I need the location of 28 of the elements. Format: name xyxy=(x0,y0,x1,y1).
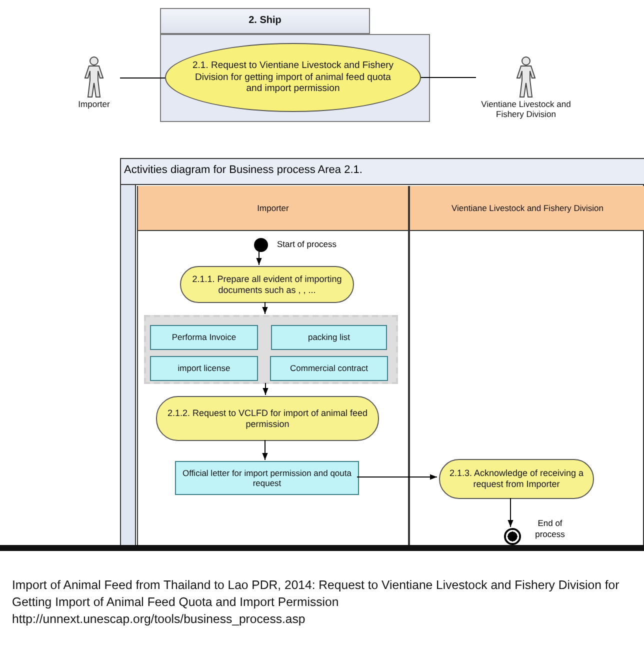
association-line xyxy=(420,77,476,78)
lane-header: Importer xyxy=(138,186,408,231)
node-caption: Start of process xyxy=(277,239,338,250)
action-node: 2.1.2. Request to VCLFD for import of animal feed permission xyxy=(156,396,379,441)
lane-header: Vientiane Livestock and Fishery Division xyxy=(410,186,644,231)
arrow xyxy=(508,498,514,528)
document-box: import license xyxy=(150,356,258,381)
frame-title: Activities diagram for Business process Area 2.1. xyxy=(121,159,644,185)
arrow xyxy=(256,250,262,266)
swimlane xyxy=(137,186,409,547)
document-box: Performa Invoice xyxy=(150,325,258,350)
document-box: Official letter for import permission and qouta request xyxy=(175,461,359,495)
arrow xyxy=(262,440,268,460)
document-box: Commercial contract xyxy=(270,356,388,381)
actor-label: Importer xyxy=(77,99,111,110)
group-box xyxy=(144,315,398,384)
arrow xyxy=(262,382,268,396)
node-caption: End of process xyxy=(534,518,566,540)
actor-label: Vientiane Livestock and Fishery Division xyxy=(480,99,572,120)
arrow xyxy=(356,474,438,480)
document-box: packing list xyxy=(271,325,387,350)
action-node: 2.1.1. Prepare all evident of importing documents such as , , ... xyxy=(180,266,354,303)
action-node: 2.1.3. Acknowledge of receiving a request from Importer xyxy=(439,459,594,499)
source-url: http://unnext.unescap.org/tools/business_process.asp xyxy=(12,612,306,626)
swimlane xyxy=(409,186,644,547)
package-tab: 2. Ship xyxy=(160,8,370,34)
arrow xyxy=(262,302,268,314)
activity-frame xyxy=(120,158,644,546)
